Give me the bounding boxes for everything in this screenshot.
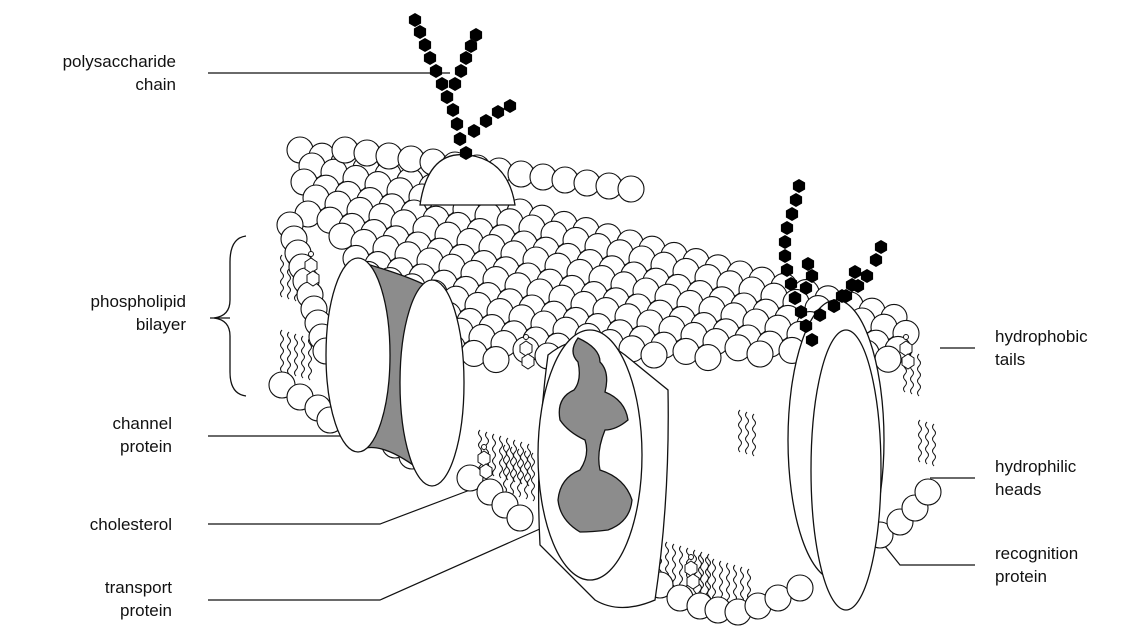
lipid-tail bbox=[511, 447, 514, 495]
sugar-unit bbox=[430, 64, 442, 78]
sugar-unit bbox=[454, 132, 466, 146]
sugar-unit bbox=[802, 257, 814, 271]
phospholipid-head bbox=[915, 479, 941, 505]
lipid-tail bbox=[500, 436, 503, 478]
channel-protein-shape bbox=[326, 258, 464, 486]
label-recognition-protein: recognition protein bbox=[995, 542, 1120, 588]
lipid-tail bbox=[288, 332, 291, 374]
lipid-tail bbox=[919, 420, 922, 462]
lipid-tail bbox=[281, 330, 284, 372]
cholesterol-ring bbox=[685, 561, 697, 576]
lipid-tail bbox=[532, 453, 535, 501]
cholesterol-hydroxyl bbox=[309, 252, 314, 257]
lipid-tail bbox=[518, 449, 521, 497]
cholesterol-hydroxyl bbox=[904, 335, 909, 340]
lipid-tail bbox=[525, 451, 528, 499]
sugar-unit bbox=[786, 207, 798, 221]
sugar-unit bbox=[455, 64, 467, 78]
sugar-unit bbox=[449, 77, 461, 91]
cholesterol-ring bbox=[687, 574, 699, 589]
sugar-unit bbox=[468, 124, 480, 138]
lipid-tail bbox=[933, 424, 936, 466]
lipid-tail bbox=[281, 255, 284, 297]
sugar-unit bbox=[414, 25, 426, 39]
lipid-tail bbox=[746, 412, 749, 454]
cholesterol-hydroxyl bbox=[524, 335, 529, 340]
label-cholesterol: cholesterol bbox=[10, 513, 172, 536]
sugar-unit bbox=[781, 221, 793, 235]
sugar-unit bbox=[451, 117, 463, 131]
phospholipid-head bbox=[747, 341, 773, 367]
lipid-tail bbox=[739, 410, 742, 452]
lipid-tail bbox=[514, 440, 517, 482]
lipid-tail bbox=[926, 422, 929, 464]
lipid-tail bbox=[528, 444, 531, 486]
cholesterol-ring bbox=[305, 258, 317, 273]
sugar-unit bbox=[480, 114, 492, 128]
cholesterol-ring bbox=[522, 354, 534, 369]
sugar-unit bbox=[779, 235, 791, 249]
sugar-unit bbox=[793, 179, 805, 193]
sugar-unit bbox=[460, 51, 472, 65]
label-phospholipid-bilayer: phospholipid bilayer bbox=[10, 290, 186, 336]
sugar-unit bbox=[447, 103, 459, 117]
sugar-unit bbox=[492, 105, 504, 119]
sugar-unit bbox=[790, 193, 802, 207]
cholesterol-ring bbox=[902, 354, 914, 369]
cholesterol-ring bbox=[478, 451, 490, 466]
lipid-tail bbox=[504, 445, 507, 493]
recognition-protein-front bbox=[811, 330, 881, 610]
sugar-unit bbox=[419, 38, 431, 52]
sugar-unit bbox=[875, 240, 887, 254]
cholesterol-hydroxyl bbox=[689, 555, 694, 560]
sugar-unit bbox=[849, 265, 861, 279]
lipid-tail bbox=[479, 430, 482, 472]
lipid-tail bbox=[302, 336, 305, 378]
lipid-tail bbox=[493, 434, 496, 476]
phospholipid-head bbox=[695, 345, 721, 371]
cholesterol-ring bbox=[480, 464, 492, 479]
label-hydrophilic-heads: hydrophilic heads bbox=[995, 455, 1120, 501]
lipid-tail bbox=[521, 442, 524, 484]
sugar-unit bbox=[441, 90, 453, 104]
phospholipid-head bbox=[641, 342, 667, 368]
channel-protein-left bbox=[326, 258, 390, 452]
leader-cholesterol bbox=[208, 490, 470, 524]
lipid-tail bbox=[507, 438, 510, 480]
label-transport-protein: transport protein bbox=[10, 576, 172, 622]
lipid-tail bbox=[918, 354, 921, 396]
cholesterol-hydroxyl bbox=[482, 445, 487, 450]
sugar-unit bbox=[870, 253, 882, 267]
phospholipid-head bbox=[618, 176, 644, 202]
sugar-unit bbox=[779, 249, 791, 263]
phospholipid-head bbox=[875, 346, 901, 372]
leader-transport bbox=[208, 520, 560, 600]
sugar-unit bbox=[424, 51, 436, 65]
bilayer-brace bbox=[214, 236, 246, 396]
sugar-unit bbox=[861, 269, 873, 283]
sugar-unit bbox=[504, 99, 516, 113]
recognition-protein-shape bbox=[788, 300, 884, 610]
phospholipid-head bbox=[507, 505, 533, 531]
phospholipid-head bbox=[483, 347, 509, 373]
channel-protein-right bbox=[400, 280, 464, 486]
lipid-tail bbox=[753, 414, 756, 456]
sugar-unit bbox=[436, 77, 448, 91]
cholesterol-ring bbox=[900, 341, 912, 356]
label-channel-protein: channel protein bbox=[10, 412, 172, 458]
cholesterol-ring bbox=[307, 271, 319, 286]
label-hydrophobic-tails: hydrophobic tails bbox=[995, 325, 1120, 371]
phospholipid-head bbox=[787, 575, 813, 601]
lipid-tail bbox=[295, 334, 298, 376]
transport-protein-shape bbox=[538, 330, 668, 608]
sugar-unit bbox=[409, 13, 421, 27]
label-polysaccharide-chain: polysaccharide chain bbox=[10, 50, 176, 96]
cholesterol-ring bbox=[520, 341, 532, 356]
